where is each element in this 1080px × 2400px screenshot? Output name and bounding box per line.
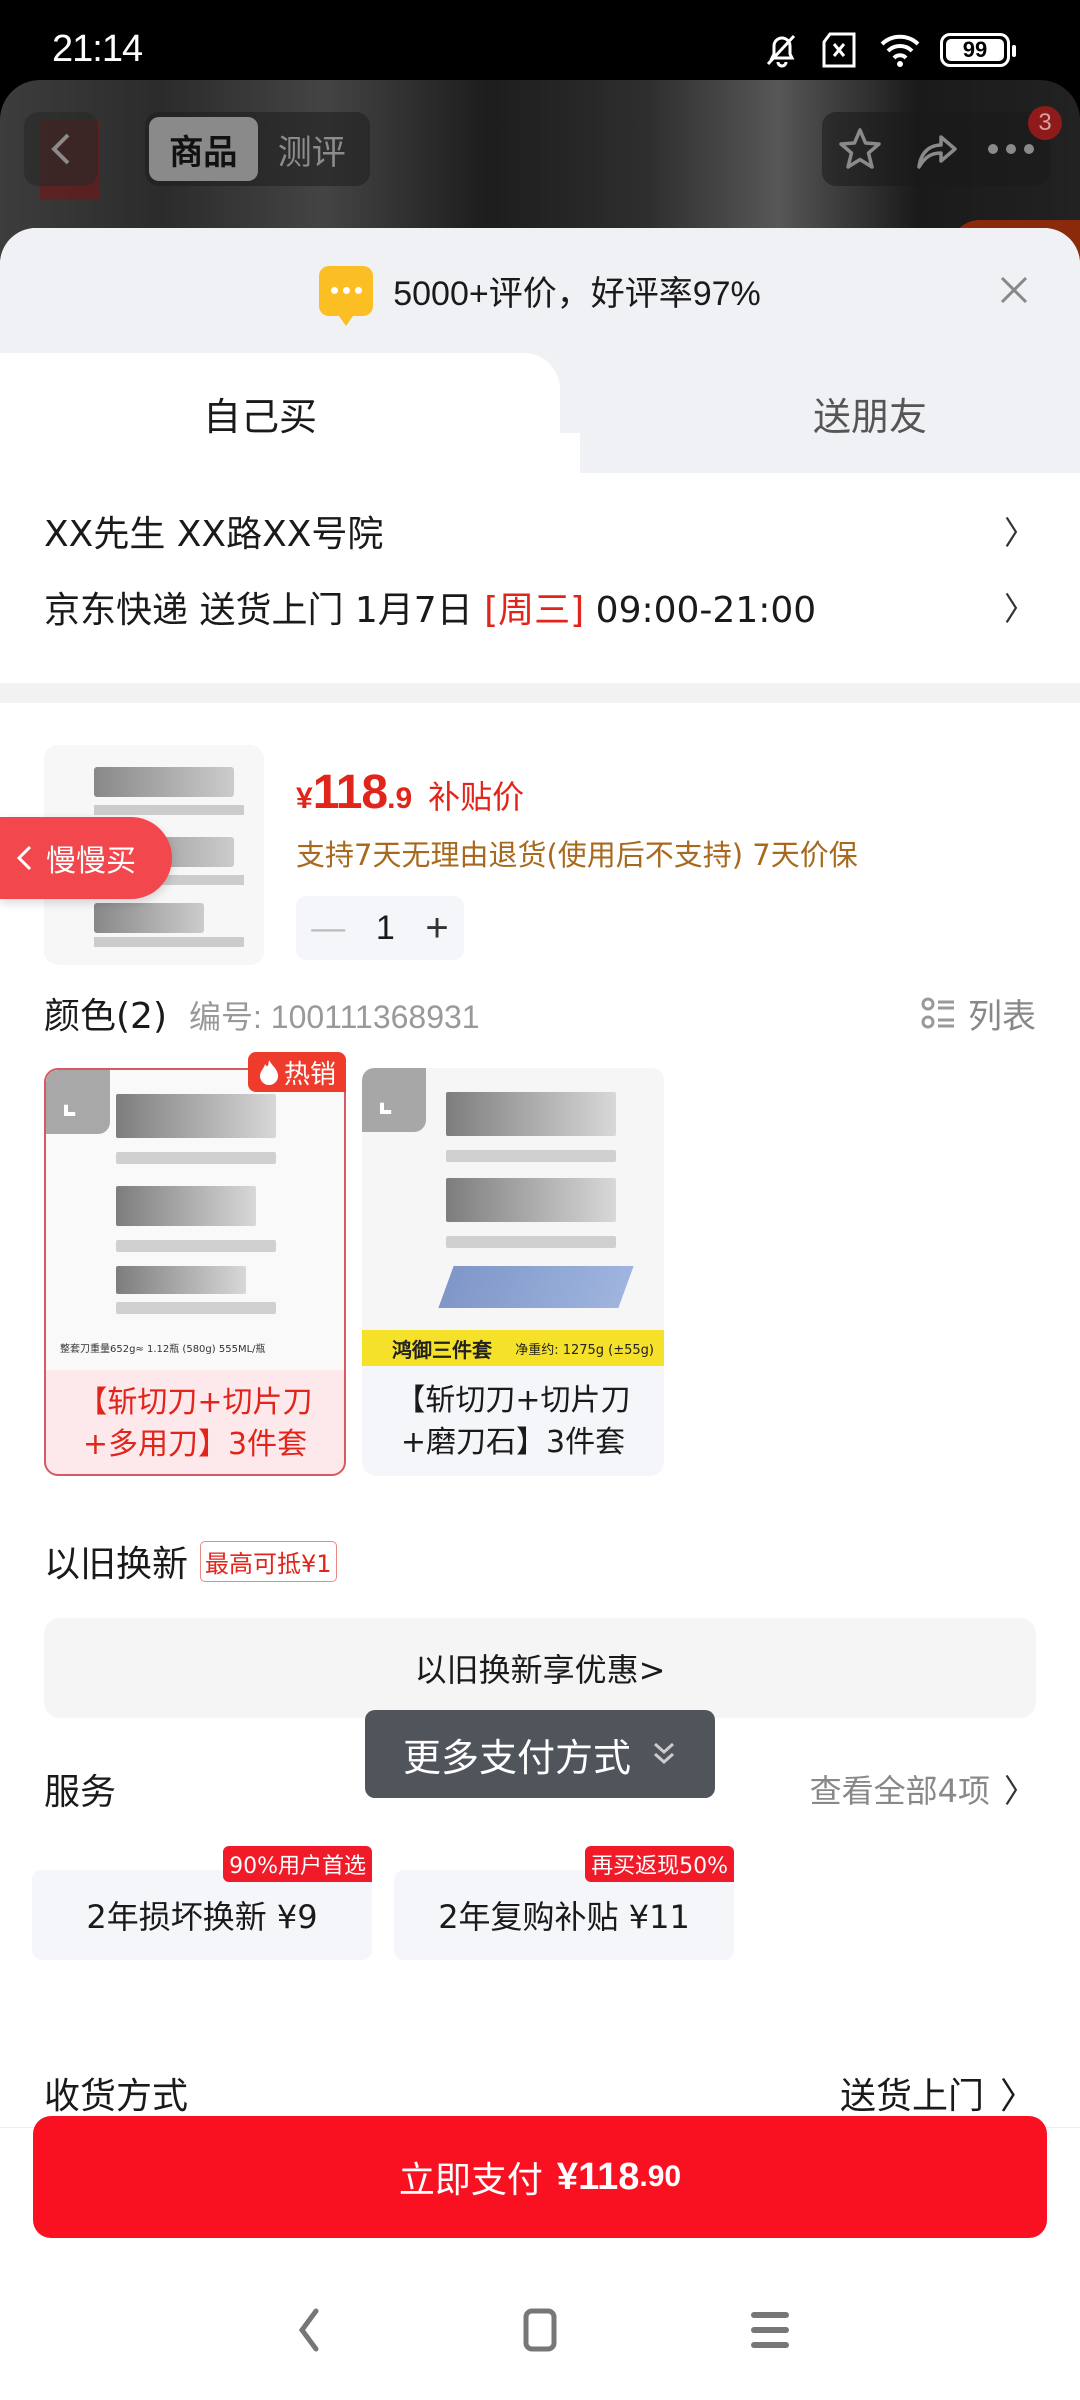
service-tag: 再买返现50%	[585, 1846, 734, 1882]
expand-icon[interactable]	[362, 1068, 426, 1132]
trade-in-title: 以旧换新	[44, 1544, 189, 1585]
list-icon	[921, 997, 954, 1029]
chevron-right-icon: 〉	[1003, 1772, 1036, 1810]
top-nav-tabs: 商品 测评	[145, 112, 370, 186]
chevron-right-icon: 〉	[1003, 514, 1036, 552]
whetstone-image	[438, 1266, 634, 1308]
chevron-right-icon: 〉	[1003, 590, 1036, 628]
view-all-services[interactable]: 查看全部4项〉	[809, 1772, 1036, 1810]
star-icon[interactable]	[836, 125, 884, 173]
double-chevron-down-icon	[654, 1742, 674, 1765]
variant-option-2[interactable]: 鸿御三件套 净重约: 1275g (±55g) 【斩切刀+切片刀+磨刀石】3件套	[362, 1068, 664, 1476]
tab-product[interactable]: 商品	[149, 117, 258, 181]
return-policy-note: 支持7天无理由退货(使用后不支持) 7天价保	[296, 838, 858, 872]
variant-image-bar: 鸿御三件套 净重约: 1275g (±55g)	[362, 1330, 664, 1366]
quantity-value: 1	[375, 908, 395, 947]
review-summary: 5000+评价，好评率97%	[393, 275, 761, 313]
chevron-left-icon	[16, 845, 32, 871]
slow-buy-tab[interactable]: 慢慢买	[0, 817, 172, 899]
spec-header: 颜色(2) 编号: 100111368931 列表	[0, 978, 1080, 1048]
no-sim-icon	[822, 32, 856, 68]
battery-icon: 99	[940, 33, 1016, 67]
section-divider	[0, 683, 1080, 703]
tab-send-to-friend[interactable]: 送朋友	[580, 353, 1080, 473]
chat-bubble-icon	[319, 265, 374, 326]
delivery-value: 送货上门〉	[839, 2075, 1036, 2117]
more-payment-methods-button[interactable]: 更多支付方式	[365, 1710, 715, 1798]
chevron-left-icon	[51, 133, 70, 165]
service-tag: 90%用户首选	[223, 1846, 372, 1882]
tab-review[interactable]: 测评	[277, 132, 346, 173]
home-icon[interactable]	[520, 2305, 560, 2355]
delivery-label: 收货方式	[44, 2075, 189, 2117]
share-icon[interactable]	[911, 125, 959, 173]
trade-in-header: 以旧换新 最高可抵¥1	[0, 1526, 1080, 1596]
variant-label: 【斩切刀+切片刀+多用刀】3件套	[77, 1385, 313, 1462]
hot-sale-badge: 热销	[247, 1052, 346, 1092]
list-view-toggle[interactable]: 列表	[920, 989, 1036, 1038]
variant-caption: 整套刀重量652g≈ 1.12瓶 (580g) 555ML/瓶	[60, 1344, 266, 1355]
bell-muted-icon	[766, 34, 796, 68]
services-title: 服务	[44, 1772, 117, 1813]
price-label: 补贴价	[428, 779, 525, 815]
shipping-row[interactable]: 京东快递 送货上门 1月7日 [周三] 09:00-21:00 〉	[44, 569, 1036, 645]
services-header: 服务 查看全部4项〉	[0, 1754, 1080, 1824]
back-button[interactable]	[24, 112, 98, 186]
more-icon[interactable]	[986, 139, 1036, 159]
back-icon[interactable]	[290, 2305, 330, 2355]
variant-image: 整套刀重量652g≈ 1.12瓶 (580g) 555ML/瓶	[46, 1070, 344, 1370]
service-options: 90%用户首选 2年损坏换新 ¥9 再买返现50% 2年复购补贴 ¥11	[0, 1846, 1080, 1986]
quantity-stepper: — 1 +	[296, 896, 464, 960]
address-section: XX先生 XX路XX号院 〉 京东快递 送货上门 1月7日 [周三] 09:00…	[0, 473, 1080, 683]
recipient-address: XX先生 XX路XX号院	[44, 514, 384, 555]
variant-label: 【斩切刀+切片刀+磨刀石】3件套	[395, 1383, 631, 1460]
service-label: 2年损坏换新 ¥9	[86, 1898, 318, 1936]
decrease-button[interactable]: —	[311, 908, 346, 947]
service-option-1[interactable]: 90%用户首选 2年损坏换新 ¥9	[32, 1846, 372, 1960]
spec-title: 颜色(2)	[44, 996, 167, 1037]
increase-button[interactable]: +	[425, 905, 449, 950]
trade-in-button[interactable]: 以旧换新享优惠>	[44, 1618, 1036, 1718]
list-label: 列表	[968, 996, 1036, 1037]
buy-mode-tabs: 自己买 送朋友	[0, 353, 1080, 473]
flame-icon	[259, 1060, 278, 1085]
wifi-icon	[880, 34, 920, 67]
recipient-row[interactable]: XX先生 XX路XX号院 〉	[44, 493, 1036, 569]
chevron-right-icon: 〉	[999, 2075, 1036, 2117]
product-code: 编号: 100111368931	[189, 999, 480, 1035]
variant-option-1[interactable]: 热销 整套刀重量652g≈ 1.12瓶 (580g) 555ML/瓶 【斩切刀+…	[44, 1052, 346, 1476]
service-option-2[interactable]: 再买返现50% 2年复购补贴 ¥11	[394, 1846, 734, 1960]
notification-badge: 3	[1028, 106, 1062, 140]
trade-in-tag: 最高可抵¥1	[200, 1540, 337, 1582]
recents-icon[interactable]	[750, 2305, 790, 2355]
expand-icon[interactable]	[46, 1070, 110, 1134]
system-navigation-bar	[0, 2260, 1080, 2400]
service-label: 2年复购补贴 ¥11	[438, 1898, 690, 1936]
shipping-info: 京东快递 送货上门 1月7日 [周三] 09:00-21:00	[44, 590, 817, 631]
top-nav-actions	[822, 112, 1050, 186]
variant-options: 热销 整套刀重量652g≈ 1.12瓶 (580g) 555ML/瓶 【斩切刀+…	[0, 1052, 1080, 1478]
variant-image: 鸿御三件套 净重约: 1275g (±55g)	[362, 1068, 664, 1368]
review-banner: 5000+评价，好评率97%	[0, 228, 1080, 353]
battery-level: 99	[962, 37, 988, 62]
status-icons: 99	[762, 30, 1016, 70]
close-icon[interactable]	[996, 272, 1032, 308]
pay-now-button[interactable]: 立即支付 ¥118.90	[33, 2116, 1047, 2238]
shipping-weekday: [周三]	[484, 590, 585, 631]
tab-buy-for-self[interactable]: 自己买	[0, 353, 580, 473]
status-time: 21:14	[52, 28, 143, 70]
purchase-sheet: 5000+评价，好评率97% 自己买 送朋友 XX先生 XX路XX号院 〉 京东…	[0, 228, 1080, 2400]
